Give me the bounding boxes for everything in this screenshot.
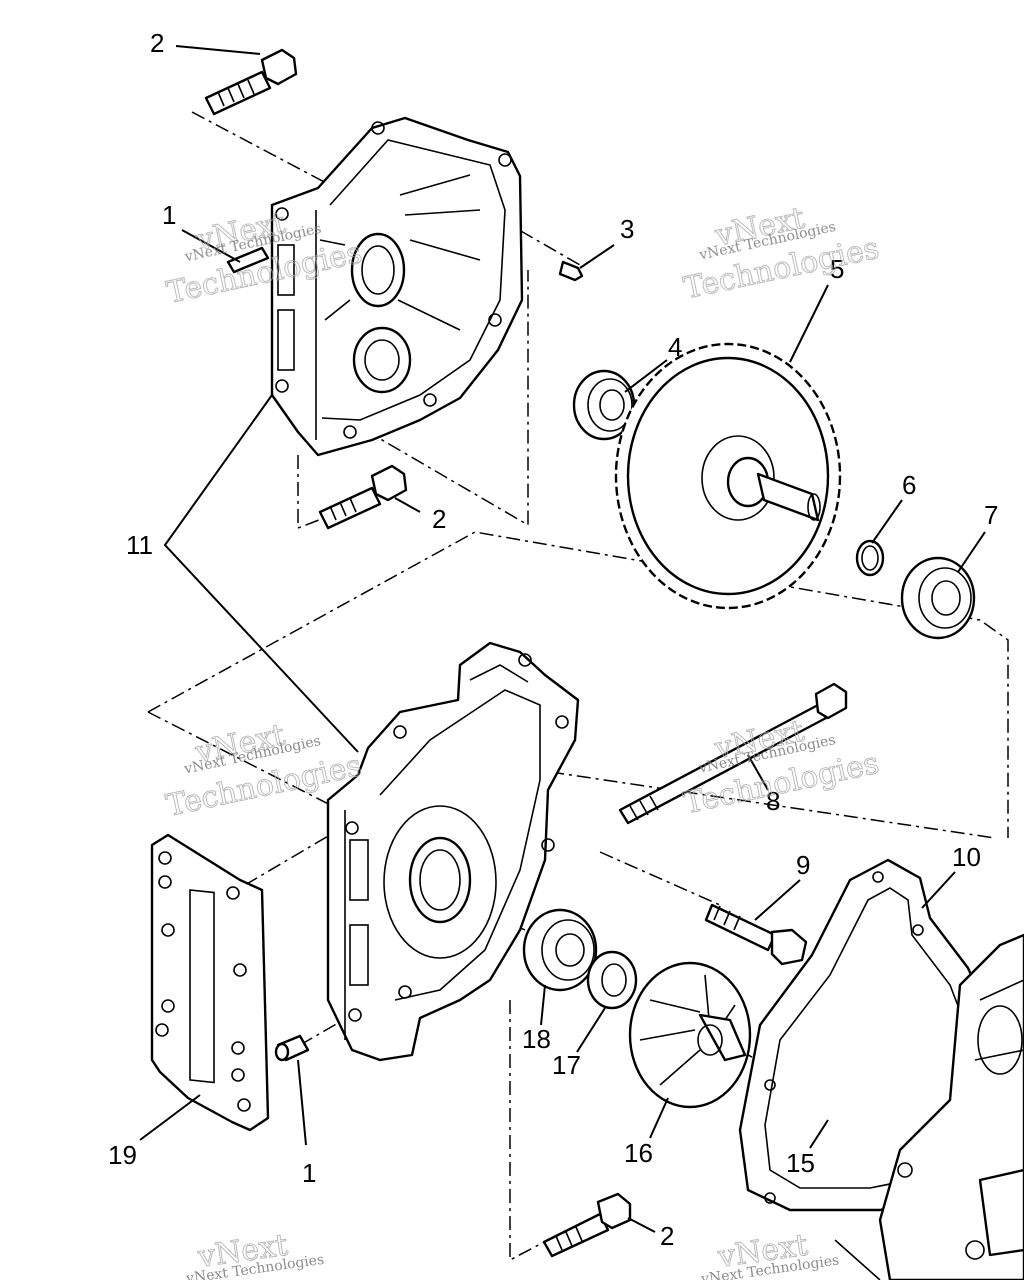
callout-19: 19 [108, 1140, 137, 1170]
watermark-6: vNext vNext Technologies [699, 1227, 840, 1280]
o-ring-6 [855, 539, 885, 577]
front-housing [326, 641, 580, 1062]
bolt-9 [704, 903, 808, 966]
callout-16: 16 [624, 1138, 653, 1168]
callout-2-top: 2 [150, 28, 164, 58]
callout-18: 18 [522, 1024, 551, 1054]
bolt-top [204, 48, 298, 116]
watermark-2: vNext vNext Technologies Technologies [680, 200, 882, 307]
watermark-5: vNext vNext Technologies [184, 1227, 325, 1280]
callout-10: 10 [952, 842, 981, 872]
bolt-middle [318, 464, 408, 530]
dowel-pin-1-upper [226, 246, 270, 274]
long-bolt-8 [618, 682, 848, 825]
bolt-bottom [542, 1192, 632, 1258]
callout-9: 9 [796, 850, 810, 880]
callout-2-middle: 2 [432, 504, 446, 534]
callout-4: 4 [668, 332, 682, 362]
callout-17: 17 [552, 1050, 581, 1080]
callout-3: 3 [620, 214, 634, 244]
bearing-4 [572, 369, 636, 441]
plate-gasket-19 [150, 833, 270, 1132]
bearing-7 [900, 556, 976, 640]
callout-6: 6 [902, 470, 916, 500]
leader-lines [139, 45, 986, 1233]
callout-8: 8 [766, 786, 780, 816]
callout-7: 7 [984, 500, 998, 530]
callout-5: 5 [830, 254, 844, 284]
callout-11: 11 [126, 530, 153, 560]
dowel-pin-1-lower [274, 1034, 310, 1062]
rear-cover-housing [270, 116, 524, 457]
gear-5 [614, 342, 842, 610]
dowel-pin-3 [558, 260, 584, 282]
callout-1-upper: 1 [162, 200, 176, 230]
seal-18 [522, 908, 598, 992]
assembly-guide-lines [147, 111, 1009, 1262]
callout-1-lower: 1 [302, 1158, 316, 1188]
callout-labels: 2 1 3 5 4 6 7 2 11 8 10 9 18 17 16 15 19… [108, 28, 998, 1251]
pump-cover-partial [834, 933, 1024, 1280]
washer-17 [586, 950, 638, 1010]
callout-15: 15 [786, 1148, 815, 1178]
impeller-16 [628, 961, 752, 1109]
callout-2-bottom: 2 [660, 1221, 674, 1251]
